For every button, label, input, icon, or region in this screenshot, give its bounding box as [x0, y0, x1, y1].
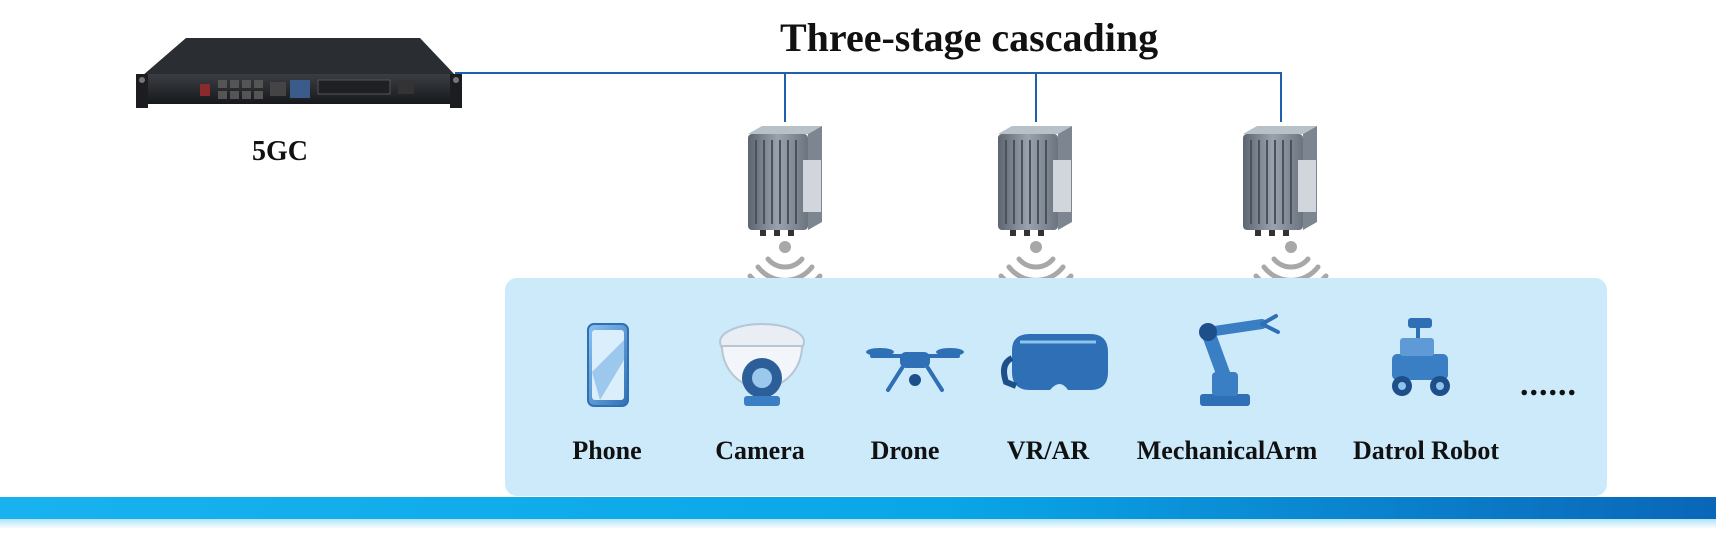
drone-icon [866, 348, 964, 392]
bottom-accent-shadow [0, 519, 1716, 529]
base-station-3 [1243, 126, 1317, 236]
base-station-2 [998, 126, 1072, 236]
vr-headset-icon [1001, 334, 1108, 390]
base-station-1 [748, 126, 822, 236]
patrol-robot-icon [1392, 318, 1450, 396]
bottom-accent-bar [0, 497, 1716, 519]
device-label-phone: Phone [572, 436, 642, 465]
cascade-connection-lines [455, 72, 1282, 122]
device-label-vr-ar: VR/AR [1006, 436, 1090, 465]
terminal-devices-panel [505, 278, 1607, 496]
diagram-title: Three-stage cascading [780, 15, 1159, 60]
device-label-patrol-robot: Datrol Robot [1352, 436, 1500, 465]
core-network-label: 5GC [252, 136, 308, 167]
camera-icon [719, 323, 805, 406]
more-devices-ellipsis: ...... [1520, 366, 1577, 403]
phone-icon [587, 323, 629, 407]
device-label-mechanical-arm: MechanicalArm [1136, 436, 1318, 465]
server-icon [136, 38, 462, 108]
device-label-drone: Drone [870, 436, 940, 465]
robotic-arm-icon [1199, 314, 1280, 406]
device-label-camera: Camera [715, 436, 805, 465]
